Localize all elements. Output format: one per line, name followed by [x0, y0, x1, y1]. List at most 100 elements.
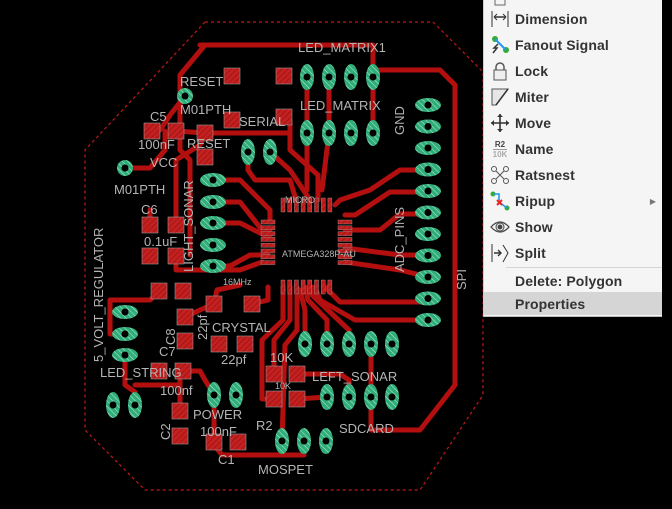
- label-light-sonar: LIGHT_SONAR: [181, 180, 196, 272]
- smd-pad: [171, 402, 189, 420]
- ic-pin: [314, 197, 319, 213]
- drill-hole: [424, 187, 432, 195]
- label-c6: C6: [141, 202, 158, 217]
- drill-hole: [181, 92, 189, 100]
- ic-pin: [300, 279, 306, 295]
- drill-hole: [388, 340, 396, 348]
- submenu-arrow-icon: ▶: [649, 196, 656, 206]
- menu-item-properties[interactable]: Properties: [484, 292, 662, 315]
- drill-hole: [424, 295, 432, 302]
- ic-pin: [260, 237, 276, 242]
- smd-pad: [205, 295, 223, 313]
- drill-hole: [121, 351, 129, 359]
- drill-hole: [367, 393, 375, 401]
- menu-item-miter[interactable]: Miter: [484, 84, 662, 110]
- ic-pin: [337, 260, 353, 265]
- copper-trace: [342, 189, 431, 218]
- drill-hole: [424, 144, 432, 152]
- ic-pin: [307, 197, 312, 213]
- through-hole-pads: [106, 64, 441, 454]
- label-reset: RESET: [180, 74, 223, 89]
- ic-pin: [337, 242, 353, 248]
- drill-hole: [345, 340, 353, 348]
- drill-hole: [323, 393, 331, 401]
- menu-item-name[interactable]: R2 10K Name: [484, 136, 662, 162]
- label-led-string: LED_STRING: [100, 365, 182, 380]
- label-gnd: GND: [392, 106, 407, 135]
- ic-pin: [327, 279, 333, 295]
- ic-pin: [260, 231, 276, 236]
- smd-pad: [243, 295, 261, 313]
- split-icon: [489, 242, 511, 264]
- menu-item-ratsnest[interactable]: Ratsnest: [484, 162, 662, 188]
- label-vcc: VCC: [150, 155, 177, 170]
- smd-pad: [141, 247, 159, 265]
- smd-pad: [275, 67, 293, 85]
- drill-hole: [209, 198, 217, 206]
- smd-pad: [223, 67, 241, 85]
- ic-pin: [337, 231, 353, 236]
- label-c5: C5: [150, 109, 167, 124]
- ic-pin: [260, 242, 276, 248]
- drill-hole: [347, 73, 355, 81]
- drill-hole: [278, 437, 286, 445]
- menu-item-lock[interactable]: Lock: [484, 58, 662, 84]
- fanout-signal-icon: [489, 34, 511, 56]
- ic-pin: [337, 254, 353, 260]
- smd-pad: [150, 362, 168, 380]
- partial-icon: [489, 0, 511, 10]
- menu-item-show[interactable]: Show: [484, 214, 662, 240]
- show-icon: [489, 216, 511, 238]
- copper-trace: [271, 284, 293, 377]
- ic-pin: [260, 254, 276, 260]
- drill-hole: [367, 340, 375, 348]
- ic-pin: [260, 225, 276, 231]
- label-m01pth-top: M01PTH: [180, 102, 231, 117]
- smd-pad: [288, 365, 306, 383]
- copper-trace: [325, 284, 431, 305]
- menu-item-move[interactable]: Move: [484, 110, 662, 136]
- smd-pad: [265, 365, 283, 383]
- ic-pin: [300, 197, 306, 213]
- smd-pad: [223, 111, 241, 129]
- ripup-icon: [489, 190, 511, 212]
- smd-pad: [288, 390, 306, 408]
- ic-pin: [260, 219, 276, 225]
- label-left-sonar: LEFT_SONAR: [312, 369, 397, 384]
- drill-hole: [303, 129, 311, 137]
- ic-pin: [337, 248, 353, 254]
- smd-pad: [167, 216, 185, 234]
- label-c9-value: 22pf: [221, 352, 247, 367]
- drill-hole: [369, 73, 377, 81]
- ic-pin: [280, 197, 286, 213]
- menu-item-split[interactable]: Split: [484, 240, 662, 266]
- label-micro: MICRO: [285, 195, 315, 205]
- drill-hole: [325, 129, 333, 137]
- drill-hole: [266, 148, 274, 156]
- drill-hole: [210, 391, 218, 399]
- label-reset2: RESET: [187, 136, 230, 151]
- menu-item-ripup[interactable]: Ripup ▶: [484, 188, 662, 214]
- smd-pad: [265, 390, 283, 408]
- menu-item-partial[interactable]: [484, 0, 662, 12]
- menu-item-fanout-signal[interactable]: Fanout Signal: [484, 32, 662, 58]
- ic-pin: [314, 279, 319, 295]
- copper-trace: [122, 128, 168, 171]
- smd-pad: [174, 362, 192, 380]
- smd-pad: [196, 148, 214, 166]
- drill-hole: [369, 129, 377, 137]
- label-r10k: 10K: [270, 350, 293, 365]
- ic-pin: [337, 237, 353, 242]
- label-adc-pins: ADC_PINS: [392, 207, 407, 272]
- menu-item-delete-polygon[interactable]: Delete: Polygon: [515, 273, 623, 289]
- label-c8-value: 22pf: [195, 314, 210, 340]
- copper-trace: [267, 149, 313, 203]
- label-c7: C7: [159, 344, 176, 359]
- lock-icon: [489, 60, 511, 82]
- label-c6-value: 0.1uF: [144, 234, 177, 249]
- smd-pad: [229, 433, 247, 451]
- menu-item-dimension[interactable]: Dimension: [484, 6, 662, 32]
- drill-hole: [303, 73, 311, 81]
- drill-hole: [209, 219, 217, 227]
